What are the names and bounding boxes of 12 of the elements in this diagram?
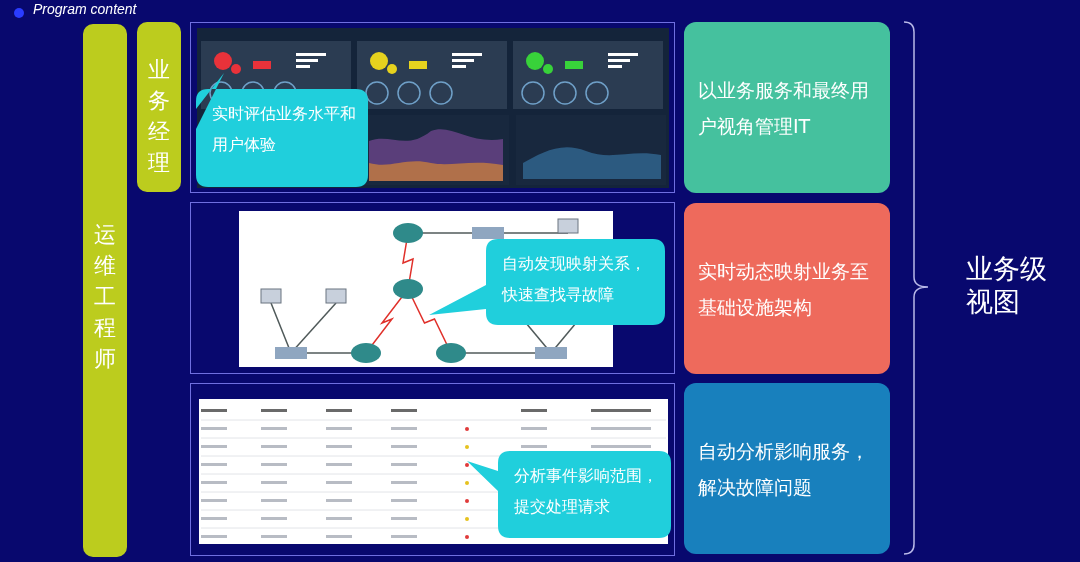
info-card: 以业务服务和最终用户视角管理IT xyxy=(684,22,890,193)
speech-bubble: 实时评估业务水平和用户体验 xyxy=(196,73,368,187)
info-card: 自动分析影响服务，解决故障问题 xyxy=(684,383,890,554)
speech-bubble: 分析事件影响范围，提交处理请求 xyxy=(467,451,671,538)
speech-bubble: 自动发现映射关系，快速查找寻故障 xyxy=(429,239,665,325)
info-card: 实时动态映射业务至基础设施架构 xyxy=(684,203,890,374)
screenshot-frame xyxy=(190,383,675,556)
role-bar: 运维工程师 xyxy=(83,24,127,557)
screenshot-frame xyxy=(190,202,675,374)
title: Program content xyxy=(33,1,137,17)
brace-label: 业务级视图 xyxy=(966,252,1048,318)
role-bar: 业务经理 xyxy=(137,22,181,192)
